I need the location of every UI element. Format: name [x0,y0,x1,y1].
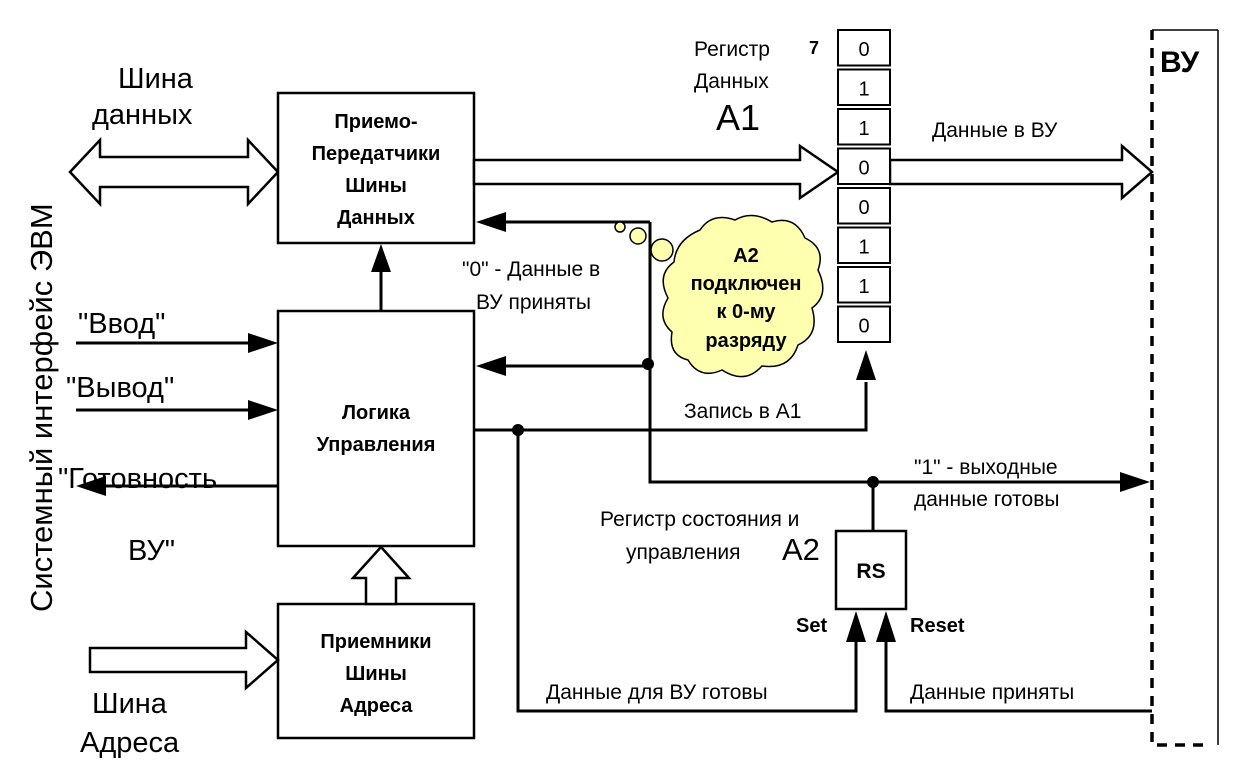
transceivers-line2: Передатчики [312,143,441,165]
register-bit-value: 0 [858,316,869,338]
accepted-to-logic-arrow [476,356,506,376]
address-receivers-block [276,602,476,740]
logic-to-transceivers-arrow [371,244,391,272]
register-title-line1: Регистр [694,38,770,61]
address-bus-label-line1: Шина [92,688,168,720]
callout-dot-small [614,221,626,233]
address-to-logic-arrow [350,545,412,606]
callout-line3: к 0-му [716,301,776,323]
output-signal-label: "Вывод" [66,372,174,404]
system-interface-label: Системный интерфейс ЭВМ [24,203,59,612]
control-logic-block [276,309,476,548]
input-signal-arrow [248,333,278,353]
data-ready-label: Данные для ВУ готовы [546,681,768,704]
output-signal-arrow [248,400,278,420]
zero-accepted-label-line2: ВУ приняты [476,291,591,314]
one-ready-label-line1: "1" - выходные [914,456,1058,479]
data-bus-arrow [68,136,280,208]
transceivers-line4: Данных [337,207,415,229]
device-label: ВУ [1160,46,1200,79]
reset-label: Reset [910,615,965,637]
addr-receivers-line3: Адреса [340,695,414,717]
one-ready-label-line2: данные готовы [914,488,1059,511]
callout-dot-large [650,238,674,262]
data-register-a1: Регистр Данных A1 7 0 1 1 0 0 1 1 0 [694,29,891,343]
logic-line2: Управления [317,434,436,456]
transceivers-line3: Шины [345,175,407,197]
logic-line1: Логика [342,402,411,424]
register-bit-value: 1 [858,79,869,101]
callout-dot-medium [629,227,647,245]
register-bit-cell [837,147,891,185]
register-title-line2: Данных [694,70,769,93]
write-a1-label: Запись в А1 [684,400,801,423]
callout-line4: разряду [705,330,787,352]
register-bit-cell [837,226,891,264]
register-bit-cell [837,68,891,106]
register-bit-cell [837,266,891,304]
data-ready-to-device-arrow [1120,472,1150,492]
data-bus-label-line1: Шина [118,63,194,95]
status-register-label-line2: управления [626,541,741,564]
addr-receivers-line1: Приемники [320,631,431,653]
register-bit-value: 0 [858,197,869,219]
register-bit-value: 1 [858,118,869,140]
callout-bubble: А2 подключен к 0-му разряду [614,214,824,378]
register-bit-value: 1 [858,276,869,298]
ready-signal-label-line2: ВУ" [128,535,175,567]
status-register-name: А2 [782,532,820,567]
register-bit-cell [837,29,891,67]
data-bus-label-line2: данных [92,99,193,131]
input-signal-label: "Ввод" [78,308,165,340]
callout-line1: А2 [733,245,759,267]
status-register-label-line1: Регистр состояния и [600,508,799,531]
rs-trigger-block [834,529,908,611]
ready-signal-arrow [76,476,106,496]
register-bit-value: 1 [858,237,869,259]
accepted-to-transceivers-arrow [476,212,506,232]
data-to-device-label: Данные в ВУ [932,119,1058,142]
callout-line2: подключен [691,273,802,295]
register-msb-index: 7 [809,38,819,58]
register-bit-cell [837,187,891,225]
address-bus-label-line2: Адреса [80,727,180,759]
register-bit-value: 0 [858,39,869,61]
register-name: A1 [716,97,760,138]
address-bus-arrow [88,629,280,691]
reset-input-arrow [876,611,896,642]
zero-accepted-label-line1: "0" - Данные в [462,258,600,281]
register-bit-cell [837,305,891,343]
data-to-device-arrow [888,143,1154,201]
data-accepted-label: Данные приняты [910,681,1074,704]
transceivers-block [276,91,476,245]
addr-receivers-line2: Шины [345,663,407,685]
register-bit-cell [837,108,891,146]
device-boundary: ВУ [1150,29,1219,747]
write-a1-arrow [856,350,876,380]
rs-label: RS [856,560,885,583]
transceivers-to-register-arrow [472,143,841,201]
ready-signal-label-line1: "Готовность [58,463,217,495]
set-input-arrow [846,611,866,642]
set-label: Set [796,615,827,637]
transceivers-line1: Приемо- [334,111,417,133]
register-bit-value: 0 [858,158,869,180]
